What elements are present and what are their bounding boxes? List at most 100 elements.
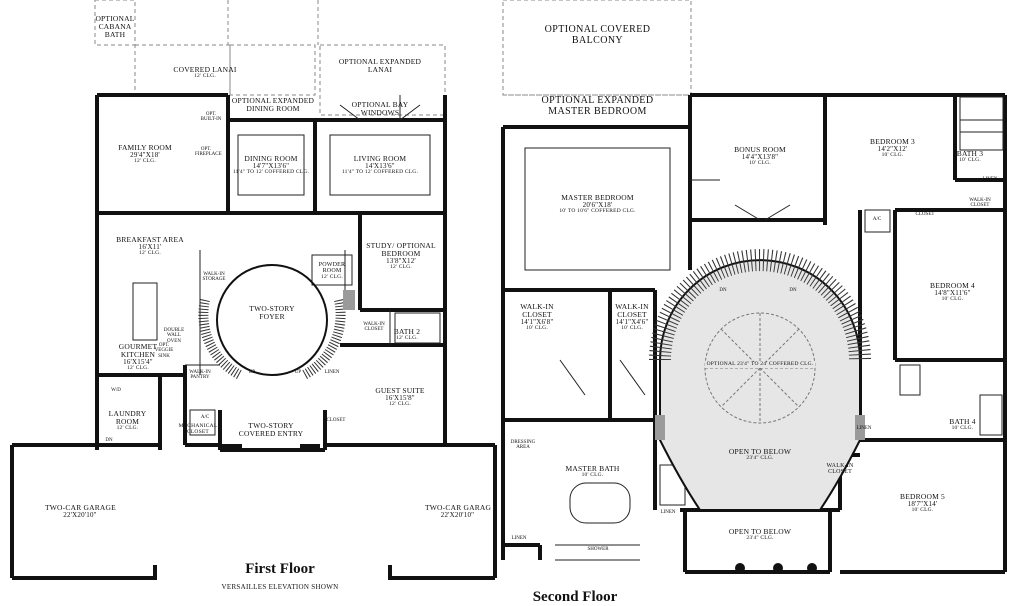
room-name: BATH 3 (956, 149, 984, 158)
room-name: BEDROOM 3 (870, 137, 915, 146)
room-dims: 14'7"X13'6" (252, 161, 290, 170)
room-name: OPTIONAL 23'4" TO 24' COFFERED CLG. (706, 361, 814, 367)
room-dims: 20'6"X18' (582, 200, 613, 209)
closet-bed4-label: CLOSET (915, 212, 935, 217)
room-ceiling: 10' CLG. (911, 507, 934, 514)
room-ceiling: 23'4" CLG. (746, 534, 774, 541)
second-floor-plan (501, 0, 1007, 574)
open-to-below-upper-label: OPEN TO BELOW 23'4" CLG. (725, 448, 795, 462)
room-dims: 13'8"X12' (386, 256, 416, 265)
dn-left-label: DN (719, 288, 727, 293)
entry-column-right (300, 444, 320, 452)
room-name: TWO-STORY COVERED ENTRY (238, 421, 304, 438)
room-name: MASTER BEDROOM (561, 193, 634, 202)
master-bath-label: MASTER BATH 10' CLG. (555, 465, 630, 479)
room-name: LIVING ROOM (353, 154, 407, 163)
expanded-lanai-label: OPTIONAL EXPANDED LANAI (335, 58, 425, 74)
bedroom3-label: BEDROOM 3 14'2"X12' 10' CLG. (850, 138, 935, 159)
room-name: MECHANICAL CLOSET (178, 423, 218, 435)
room-name: LAUNDRY ROOM (108, 409, 147, 426)
entry-column-left (222, 444, 242, 452)
room-name: OPTIONAL BAY WINDOWS (351, 100, 409, 117)
walkin-pantry-label: WALK-IN PANTRY (189, 370, 211, 381)
room-ceiling: 10' CLG. (951, 424, 974, 431)
room-name: POWDER ROOM (318, 262, 346, 275)
covered-lanai-label: COVERED LANAI 12' CLG. (160, 66, 250, 80)
study-label: STUDY/ OPTIONAL BEDROOM 13'8"X12' 12' CL… (365, 242, 437, 271)
first-floor-walls (10, 93, 497, 580)
linen-master-label: LINEN (511, 536, 527, 541)
family-room-label: FAMILY ROOM 29'4"X18' 12' CLG. (110, 144, 180, 165)
kitchen-label: GOURMET KITCHEN 16'X15'4" 12' CLG. (108, 343, 168, 372)
room-name: MASTER BATH (565, 464, 620, 473)
room-name: BONUS ROOM (734, 145, 786, 154)
dining-room-label: DINING ROOM 14'7"X13'6" 11'4" TO 12' COF… (231, 155, 311, 176)
dn-label: DN (105, 438, 113, 443)
room-name: BREAKFAST AREA (116, 235, 184, 244)
built-in-label: OPT. BUILT-IN (200, 112, 222, 123)
walkin-closet-label: WALK-IN CLOSET (363, 322, 385, 333)
fireplace-label: OPT. FIREPLACE (195, 147, 222, 158)
covered-balcony-label: OPTIONAL COVERED BALCONY (530, 24, 665, 46)
ac-label: A/C (200, 415, 210, 420)
garage-right-label: TWO-CAR GARAG 22'X20'10" (425, 504, 491, 519)
room-dims: 14'4"X13'8" (741, 152, 779, 161)
laundry-label: LAUNDRY ROOM 12' CLG. (105, 410, 150, 432)
bedroom5-label: BEDROOM 5 18'7"X14' 10' CLG. (880, 493, 965, 514)
room-name: TWO-STORY FOYER (249, 304, 295, 321)
wd-label: W/D (111, 388, 121, 393)
room-name: WALK-IN CLOSET (615, 302, 649, 319)
expanded-master-label: OPTIONAL EXPANDED MASTER BEDROOM (520, 95, 675, 117)
expanded-dining-label: OPTIONAL EXPANDED DINING ROOM (228, 97, 318, 113)
room-ceiling: 10' CLG. (881, 152, 904, 159)
room-name: OPTIONAL EXPANDED DINING ROOM (231, 96, 315, 113)
room-name: GOURMET KITCHEN (118, 342, 158, 359)
dressing-area-label: DRESSING AREA (510, 440, 536, 451)
walkin-closet-left-label: WALK-IN CLOSET 14'1"X6'8" 10' CLG. (512, 303, 562, 332)
room-name: TWO-CAR GARAGE (45, 503, 116, 512)
bath4-label: BATH 4 10' CLG. (945, 418, 980, 432)
room-dims: 16'X11' (138, 242, 162, 251)
shower-label: SHOWER (587, 547, 609, 552)
room-ceiling: 10' CLG. (526, 325, 548, 332)
first-floor-title: First Floor (245, 561, 315, 577)
room-ceiling: 12' CLG. (139, 250, 161, 257)
coffered-ceiling-label: OPTIONAL 23'4" TO 24' COFFERED CLG. (705, 361, 815, 368)
veggie-sink-label: OPT. VEGGIE SINK (154, 343, 174, 359)
room-name: OPTIONAL COVERED BALCONY (544, 24, 651, 46)
linen-label: LINEN (324, 370, 340, 375)
room-name: GUEST SUITE (375, 386, 425, 395)
room-dims: 14'2"X12' (877, 144, 908, 153)
walkin-closet-bed5-label: WALK-IN CLOSET (820, 463, 860, 476)
foyer-pier-left (655, 415, 665, 440)
breakfast-area-label: BREAKFAST AREA 16'X11' 12' CLG. (110, 236, 190, 257)
room-ceiling: 12' CLG. (321, 273, 343, 280)
guest-suite-label: GUEST SUITE 16'X15'8" 12' CLG. (365, 387, 435, 408)
second-floor-foyer-opening (649, 249, 871, 511)
bath2-label: BATH 2 12' CLG. (392, 328, 422, 342)
bath3-label: BATH 3 10' CLG. (955, 150, 985, 164)
room-dims: 22'X20'10" (63, 510, 97, 519)
room-dims: 14'1"X6'8" (520, 317, 554, 326)
room-name: WALK-IN CLOSET (826, 463, 854, 476)
room-dims: 18'7"X14' (907, 499, 938, 508)
room-dims: 16'X15'4" (123, 357, 153, 366)
living-room-label: LIVING ROOM 14'X13'6" 11'4" TO 12' COFFE… (335, 155, 425, 176)
room-ceiling: 23'4" CLG. (746, 454, 774, 461)
room-name: COVERED LANAI (173, 65, 237, 74)
dn-right-label: DN (789, 288, 797, 293)
walkin-storage-label: WALK-IN STORAGE (202, 272, 226, 283)
balcony-columns (735, 563, 817, 573)
room-ceiling: 10' CLG. (959, 156, 981, 163)
first-floor-plan (10, 0, 497, 580)
room-name: OPEN TO BELOW (728, 527, 792, 536)
room-name: WALK-IN CLOSET (520, 302, 554, 319)
second-floor-title: Second Floor (532, 589, 618, 605)
room-ceiling: 12' CLG. (134, 158, 156, 165)
bonus-room-label: BONUS ROOM 14'4"X13'8" 10' CLG. (720, 146, 800, 167)
double-wall-oven-label: DOUBLE WALL OVEN (163, 328, 185, 344)
room-name: OPTIONAL EXPANDED LANAI (338, 57, 422, 74)
room-dims: 16'X15'8" (385, 393, 415, 402)
room-dims: 14'1"X4'6" (615, 317, 649, 326)
